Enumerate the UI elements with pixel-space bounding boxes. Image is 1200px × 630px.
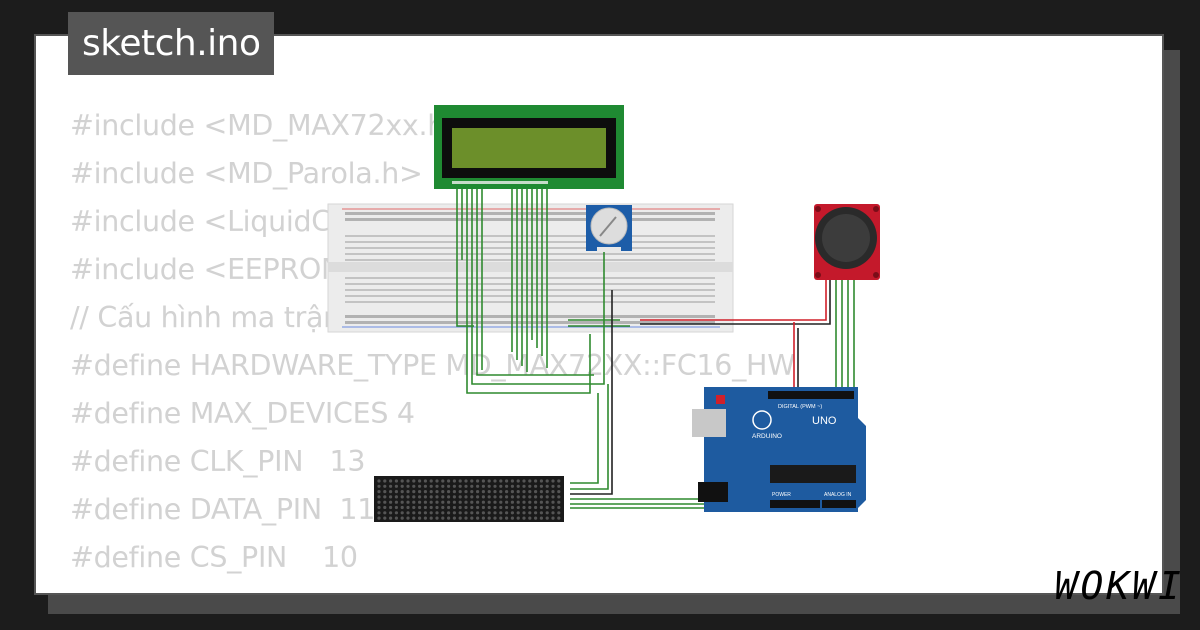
arduino-uno-icon: DIGITAL (PWM ~) ARDUINO UNO POWER ANALOG… xyxy=(692,387,866,512)
breadboard-icon xyxy=(327,203,734,333)
board-digital-label: DIGITAL (PWM ~) xyxy=(778,404,822,410)
board-analog-label: ANALOG IN xyxy=(824,492,852,498)
code-line: #define CS_PIN 10 xyxy=(70,541,358,574)
code-line: #define HARDWARE_TYPE MD_MAX72XX::FC16_H… xyxy=(70,349,796,382)
board-power-label: POWER xyxy=(772,492,791,498)
lcd-display-icon xyxy=(434,105,624,189)
board-model-label: UNO xyxy=(812,415,837,427)
potentiometer-icon xyxy=(586,205,632,253)
led-matrix-icon xyxy=(374,476,564,522)
code-line: #define MAX_DEVICES 4 xyxy=(70,397,415,430)
wokwi-logo: WOKWI xyxy=(1054,564,1184,608)
code-line: #define CLK_PIN 13 xyxy=(70,445,366,478)
sketch-title-tab[interactable]: sketch.ino xyxy=(68,12,275,75)
code-line: #include <MD_MAX72xx.h> xyxy=(70,109,469,142)
code-line: #include <MD_Parola.h> xyxy=(70,157,423,190)
code-line: #define DATA_PIN 11 xyxy=(70,493,376,526)
board-name-label: ARDUINO xyxy=(752,433,782,440)
joystick-icon xyxy=(814,204,880,280)
